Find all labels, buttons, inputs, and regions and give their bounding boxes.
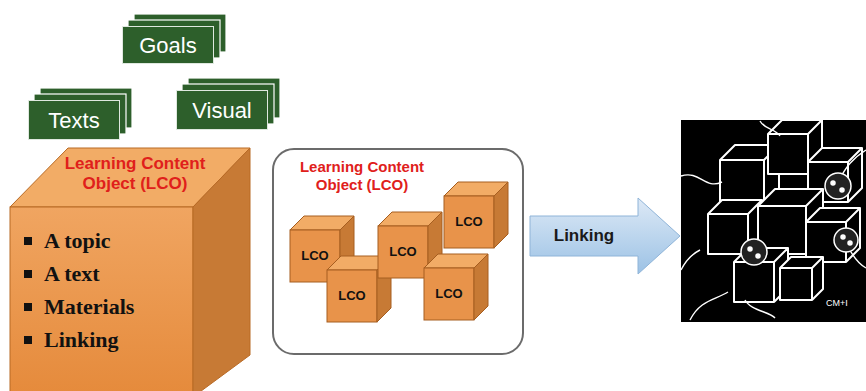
wire-cube: [780, 257, 823, 300]
wire: [690, 292, 728, 320]
cube-side: [474, 254, 488, 320]
card-text: Visual: [177, 91, 267, 131]
cube-side: [193, 148, 250, 391]
text-card: Visual: [176, 90, 268, 130]
sphere: [741, 239, 767, 265]
wire: [760, 121, 780, 136]
cube-label: LCO: [378, 226, 428, 278]
sphere-dot: [848, 241, 852, 245]
illustration-ground: [681, 120, 866, 322]
wire: [681, 175, 722, 184]
text-card: Texts: [28, 100, 120, 140]
group-heading: Learning Content Object (LCO): [288, 158, 436, 194]
bullet-item: A text: [24, 257, 250, 290]
block-arrow: Linking: [530, 198, 680, 274]
bullet-marker: [24, 270, 32, 278]
bullet-marker: [24, 237, 32, 245]
arrow-body: [530, 198, 680, 274]
label-holder: CM+I: [826, 298, 848, 308]
cube-label: LCO: [444, 196, 494, 248]
sphere: [834, 228, 858, 252]
bullet-marker: [24, 303, 32, 311]
wires: [681, 121, 866, 320]
cube-front: [10, 207, 193, 391]
object-group-box: Learning Content Object (LCO)LCOLCOLCOLC…: [272, 148, 524, 355]
lco-cube: LCO: [444, 182, 508, 248]
sphere: [825, 173, 851, 199]
sphere-dot: [831, 181, 835, 185]
bullet-text: Materials: [44, 294, 134, 320]
spheres: [741, 173, 858, 265]
cube-heading: Learning Content Object (LCO): [55, 148, 215, 224]
wire-cubes: [708, 120, 862, 302]
cube-front: [378, 226, 428, 278]
content-object-cube: Learning Content Object (LCO) A topic A te…: [10, 148, 250, 391]
sphere-dot: [748, 247, 752, 251]
card-text: Goals: [123, 27, 213, 65]
linked-cubes-illustration: [681, 120, 866, 322]
arrow-label: Linking: [530, 216, 638, 256]
sphere-dot: [840, 188, 844, 192]
lco-cube: LCO: [424, 254, 488, 320]
signature-text: CM+I: [826, 298, 848, 308]
bullet-item: Linking: [24, 323, 250, 356]
cube-front: [327, 270, 377, 322]
bullet-text: A topic: [44, 228, 111, 254]
text-card: Goals: [122, 26, 214, 64]
cube-label: LCO: [290, 230, 340, 282]
bullet-text: A text: [44, 261, 100, 287]
cube-front: [424, 268, 474, 320]
wire: [745, 300, 775, 318]
bullet-text: Linking: [44, 327, 119, 353]
sphere-dot: [841, 235, 845, 239]
cube-label: LCO: [327, 270, 377, 322]
bullet-marker: [24, 336, 32, 344]
card-text: Texts: [29, 101, 119, 141]
bullet-item: Materials: [24, 290, 250, 323]
cube-front: [444, 196, 494, 248]
sphere-dot: [756, 254, 760, 258]
wire: [681, 250, 700, 270]
cube-side: [494, 182, 508, 248]
cube-label: LCO: [424, 268, 474, 320]
bullet-item: A topic: [24, 224, 250, 257]
